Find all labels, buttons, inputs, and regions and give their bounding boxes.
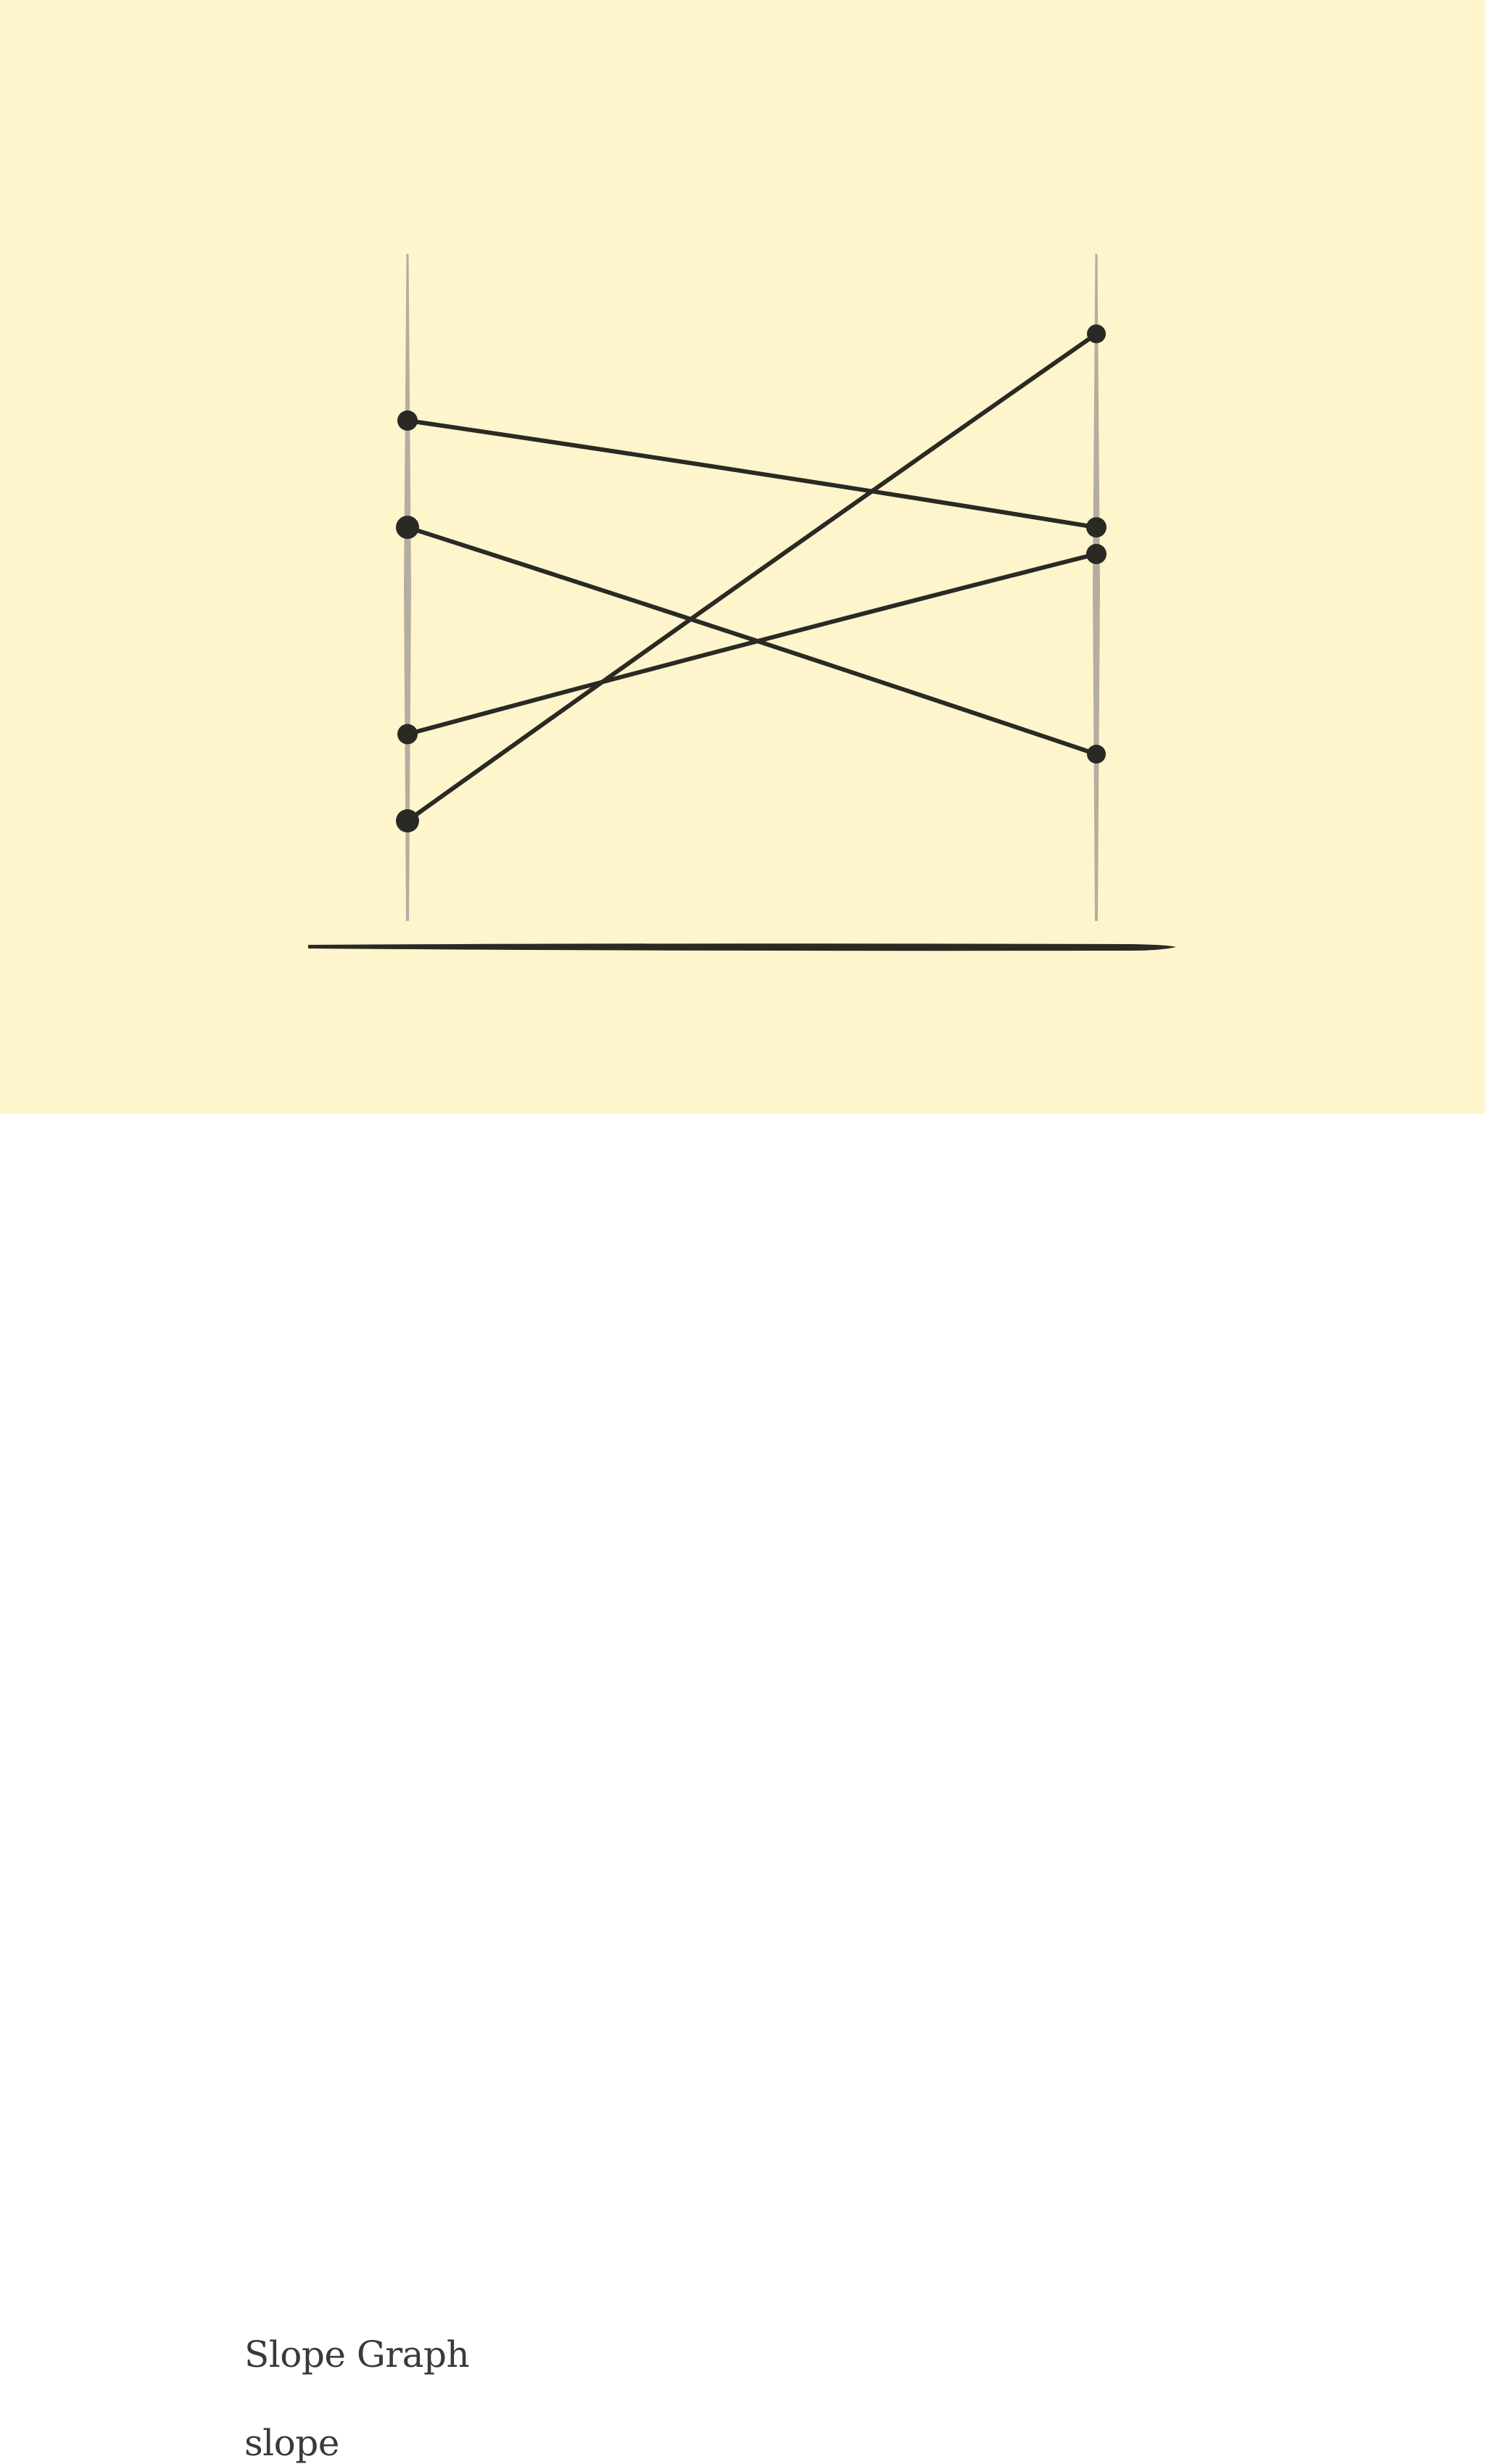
- end-point-2: [1087, 745, 1106, 764]
- start-point-2: [396, 516, 419, 539]
- series-line-4: [405, 331, 1099, 823]
- end-point-3: [1086, 544, 1106, 564]
- series-line-3: [405, 552, 1099, 737]
- x-baseline: [308, 943, 1176, 951]
- start-point-4: [396, 809, 419, 832]
- chart-area: [0, 0, 1485, 1114]
- slope-graph: [0, 0, 1485, 1114]
- chart-background: [0, 0, 1485, 1114]
- end-point-1: [1086, 517, 1106, 538]
- start-point-1: [397, 410, 418, 431]
- end-point-4: [1087, 324, 1106, 344]
- series-line-1: [405, 418, 1099, 530]
- start-point-3: [397, 724, 418, 745]
- chart-title: Slope Graph: [244, 2333, 470, 2376]
- series-line-2: [405, 525, 1099, 756]
- caption-panel: Slope Graph slope: [0, 1114, 1485, 2461]
- chart-type-label: slope: [244, 2422, 339, 2464]
